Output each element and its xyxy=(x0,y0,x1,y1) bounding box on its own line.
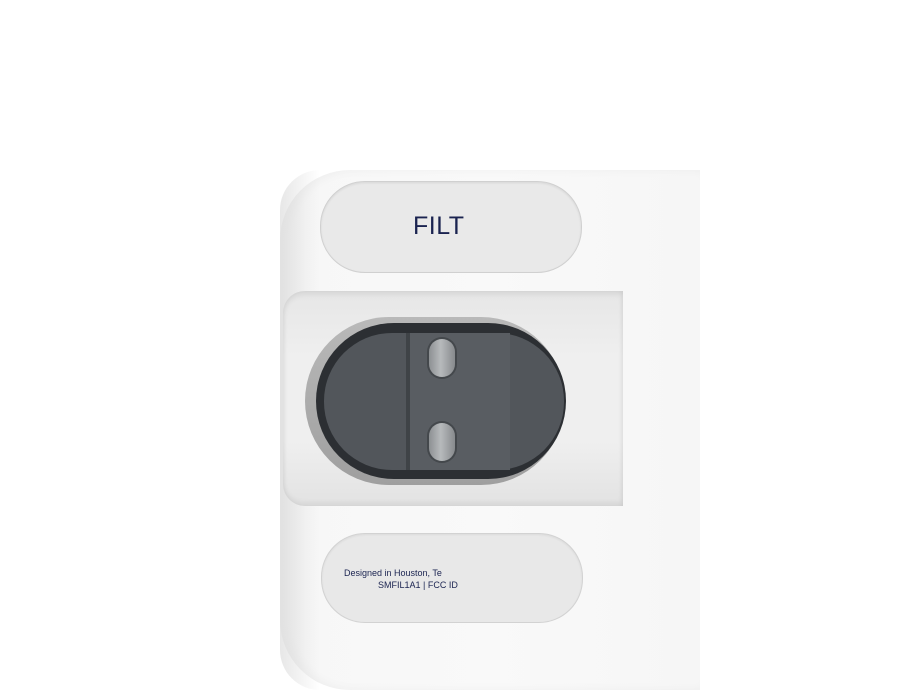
device-brand-label: FILT xyxy=(413,212,465,240)
info-label-plate: Designed in Houston, Te SMFIL1A1 | FCC I… xyxy=(321,533,583,623)
port-contact-panel xyxy=(410,333,510,470)
device-image: FILT Designed in Houston, Te SMFIL1A1 | … xyxy=(0,0,700,700)
contact-knob-bottom xyxy=(429,423,455,461)
info-line-fcc: SMFIL1A1 | FCC ID xyxy=(378,580,458,590)
contact-knob-top xyxy=(429,339,455,377)
info-line-origin: Designed in Houston, Te xyxy=(344,568,442,578)
top-label-plate: FILT xyxy=(320,181,582,273)
port-divider xyxy=(406,333,410,470)
